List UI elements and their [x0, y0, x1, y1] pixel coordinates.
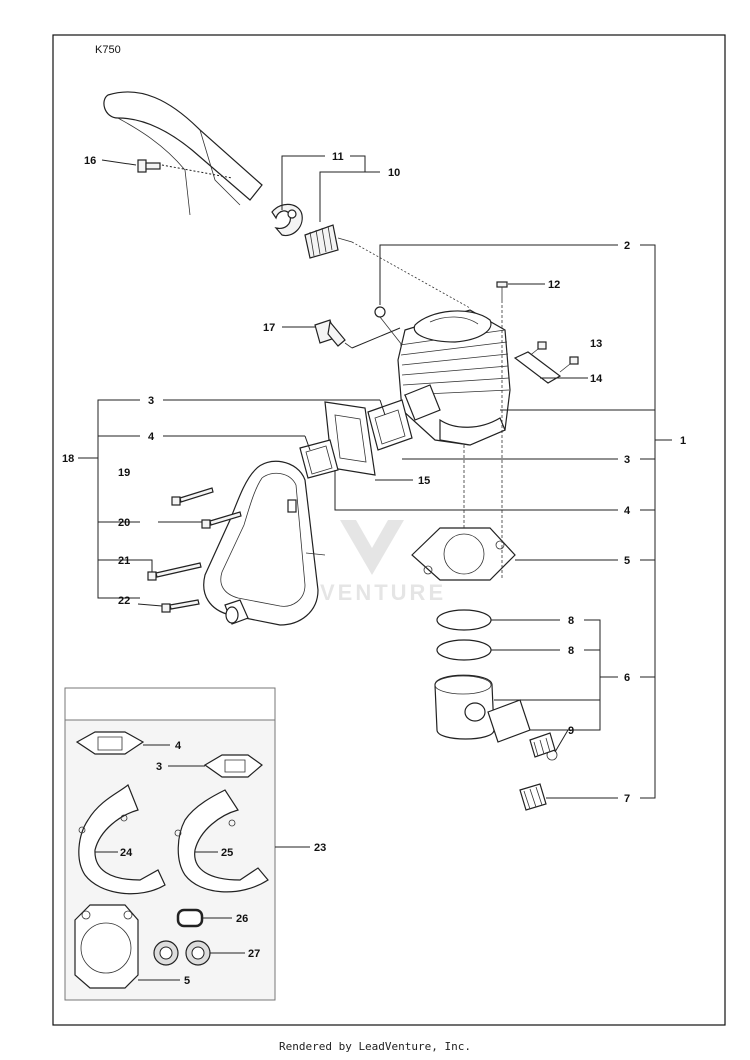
callout-14: 14: [590, 373, 603, 385]
model-label: K750: [95, 44, 121, 56]
part-9-circlip: [529, 732, 558, 761]
part-5-base-gasket: [411, 527, 516, 581]
part-20-bolts: [171, 487, 242, 529]
part-23-gasket-kit: [64, 687, 276, 1001]
leader-lines: [78, 155, 672, 981]
callout-8-lower: 8: [568, 645, 574, 657]
callout-13: 13: [590, 338, 602, 350]
callout-4-kit: 4: [175, 740, 182, 752]
handle-illustration: [103, 91, 263, 216]
callout-26: 26: [236, 913, 248, 925]
callout-6: 6: [624, 672, 630, 684]
callout-18: 18: [62, 453, 74, 465]
callout-25: 25: [221, 847, 233, 859]
callout-7: 7: [624, 793, 630, 805]
part-3-exhaust-gasket: [367, 399, 413, 451]
part-14-plate: [513, 351, 562, 384]
callout-5-kit: 5: [184, 975, 190, 987]
callout-15: 15: [418, 475, 430, 487]
callout-9: 9: [568, 725, 574, 737]
part-7-needle-bearing: [519, 783, 547, 811]
callout-24: 24: [120, 847, 133, 859]
svg-text:VENTURE: VENTURE: [320, 580, 446, 605]
part-6-piston: [434, 674, 531, 743]
callout-10: 10: [388, 167, 400, 179]
part-19-muffler: [203, 460, 326, 626]
watermark-logo: VENTURE: [320, 520, 446, 605]
callout-5-right: 5: [624, 555, 630, 567]
diagram-frame: [52, 34, 726, 1026]
callout-21: 21: [118, 555, 130, 567]
callout-1: 1: [680, 435, 686, 447]
footer-credit: Rendered by LeadVenture, Inc.: [278, 1040, 472, 1053]
part-22-bolt: [161, 599, 200, 613]
part-11-clip: [271, 203, 303, 237]
callout-2: 2: [624, 240, 630, 252]
part-21-bolt: [147, 562, 202, 581]
callout-8-upper: 8: [568, 615, 574, 627]
callout-22: 22: [118, 595, 130, 607]
callout-12: 12: [548, 279, 560, 291]
part-2-cylinder: [374, 306, 511, 446]
part-17-decompression-valve: [314, 319, 353, 349]
callout-3-right: 3: [624, 454, 630, 466]
callout-27: 27: [248, 948, 260, 960]
callout-3-kit: 3: [156, 761, 162, 773]
part-13-screws: [527, 341, 579, 373]
part-16-screw: [137, 159, 161, 173]
callout-4-right: 4: [624, 505, 631, 517]
callout-23: 23: [314, 842, 326, 854]
part-10-spring: [304, 224, 353, 259]
callout-16: 16: [84, 155, 96, 167]
callout-4-left: 4: [148, 431, 155, 443]
part-12-screw: [496, 281, 508, 300]
callout-11: 11: [332, 151, 344, 163]
callout-3-left: 3: [148, 395, 154, 407]
part-8-piston-ring-upper: [436, 609, 492, 631]
part-8-piston-ring-lower: [436, 639, 492, 661]
callout-20: 20: [118, 517, 130, 529]
callout-labels: 16 11 10 2 12 17 13 14 3 1 4 18 3 19 15 …: [62, 151, 686, 987]
callout-19: 19: [118, 467, 130, 479]
callout-17: 17: [263, 322, 275, 334]
